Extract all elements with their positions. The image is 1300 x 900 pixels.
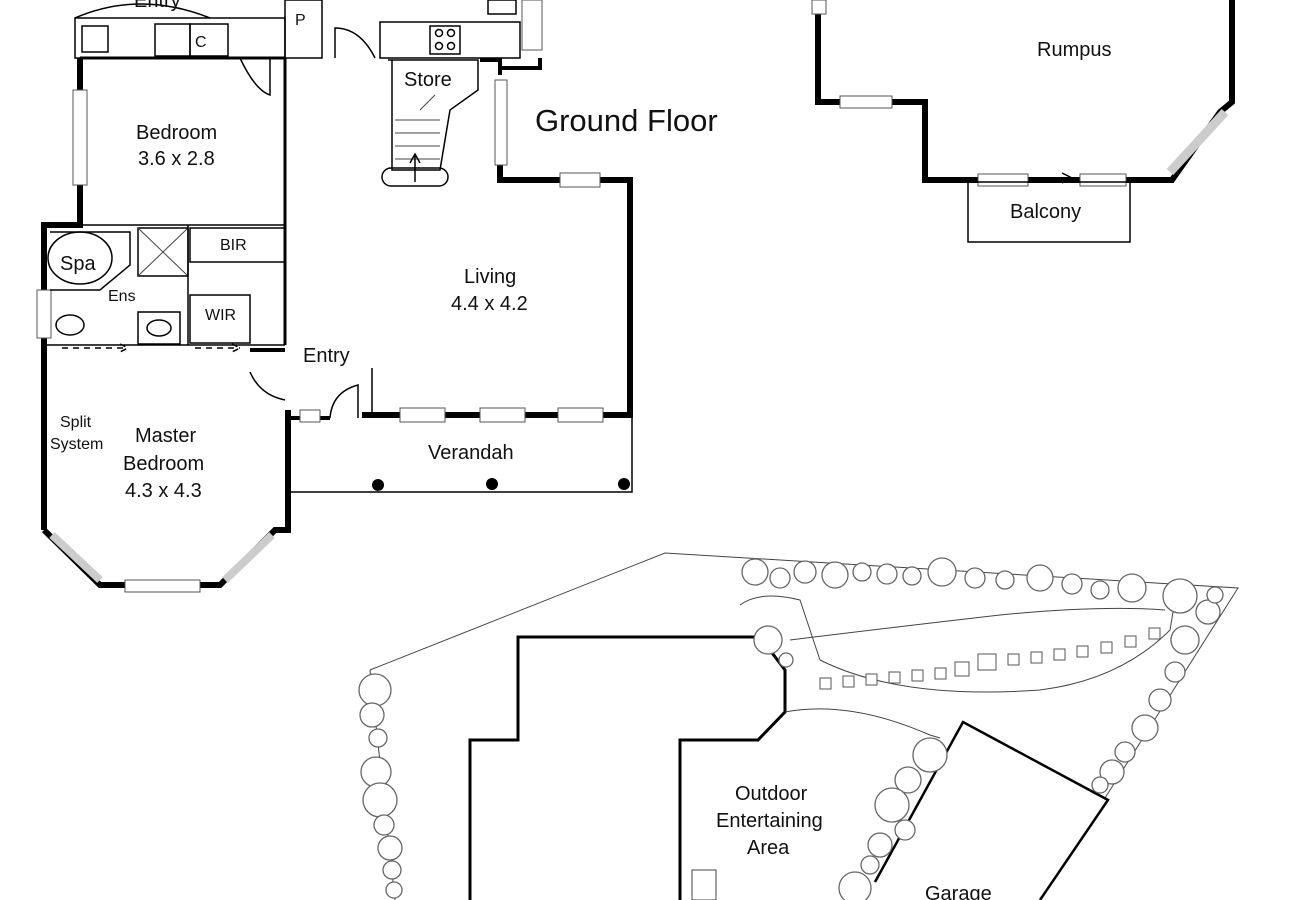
kitchen-bench [379, 21, 521, 59]
bedroom-label: Bedroom [136, 122, 217, 144]
garage-outline [873, 720, 1110, 900]
arrow-icon [195, 343, 242, 353]
master-bedroom-label: Master [135, 425, 196, 447]
living-label: Living [464, 266, 516, 288]
window [36, 289, 52, 339]
store-label: Store [404, 69, 452, 91]
verandah-label: Verandah [428, 442, 514, 464]
bir-cupboard [189, 227, 286, 263]
master-bedroom-size: 4.3 x 4.3 [125, 480, 202, 502]
stair-arrow-icon [409, 152, 421, 182]
door-swing [334, 27, 376, 59]
rumpus-label: Rumpus [1037, 39, 1111, 61]
window [811, 0, 827, 15]
window [1079, 173, 1127, 187]
door-swing [239, 57, 271, 97]
balcony-area [967, 181, 1131, 243]
door-swing [249, 371, 286, 401]
split-system-label: Split [60, 414, 92, 431]
store-area [388, 59, 479, 171]
ground-floor-title: Ground Floor [535, 103, 718, 138]
wir-robe [189, 294, 251, 344]
window [479, 407, 526, 423]
garden-path [739, 595, 1176, 693]
post [618, 478, 630, 490]
cupboard [154, 23, 191, 57]
window [557, 407, 604, 423]
spa-label: Spa [60, 253, 96, 275]
washer-fixture [81, 25, 109, 53]
window [977, 173, 1029, 187]
ens-label: Ens [108, 288, 136, 305]
balcony-label: Balcony [1010, 201, 1081, 223]
upper-floor-plan: Rumpus Balcony [811, 0, 1235, 243]
bir-label: BIR [220, 237, 247, 254]
stepping-stones [819, 627, 1161, 690]
window [559, 172, 601, 188]
post [486, 478, 498, 490]
living-size: 4.4 x 4.2 [451, 293, 528, 315]
sink-icon [487, 0, 517, 15]
arrow-icon [62, 343, 130, 353]
window [72, 89, 88, 186]
post [372, 479, 384, 491]
bedroom-size: 3.6 x 2.8 [138, 148, 215, 170]
door-swing [329, 384, 359, 419]
toilet-icon [55, 314, 85, 336]
outdoor-area-label: Outdoor [735, 783, 808, 805]
wir-label: WIR [205, 307, 236, 324]
entry-top-label: Entry [134, 0, 181, 12]
window [494, 79, 508, 166]
c-label: C [195, 34, 207, 51]
cooktop-icon [429, 25, 461, 55]
stair-landing [381, 167, 449, 187]
pantry [284, 0, 323, 59]
house-outline [468, 635, 787, 900]
split-system-label-2: System [50, 436, 103, 453]
tree-icons [358, 557, 1224, 900]
outdoor-area-label-3: Area [747, 837, 790, 859]
window [839, 95, 893, 109]
door-swing [74, 3, 211, 19]
entry-label: Entry [303, 345, 350, 367]
master-bedroom-label-2: Bedroom [123, 453, 204, 475]
outdoor-area-label-2: Entertaining [716, 810, 823, 832]
site-plan: Outdoor Entertaining Area Garage [358, 552, 1239, 900]
ground-floor-plan: Entry C P Store Ground Floor Bedroom 3.6… [36, 0, 718, 593]
window [399, 407, 446, 423]
window [521, 0, 543, 51]
garage-label: Garage [925, 883, 992, 900]
cupboard-c [189, 23, 229, 57]
window [124, 579, 201, 593]
basin-icon [137, 311, 181, 345]
p-label: P [295, 12, 306, 29]
verandah-area [289, 418, 633, 493]
